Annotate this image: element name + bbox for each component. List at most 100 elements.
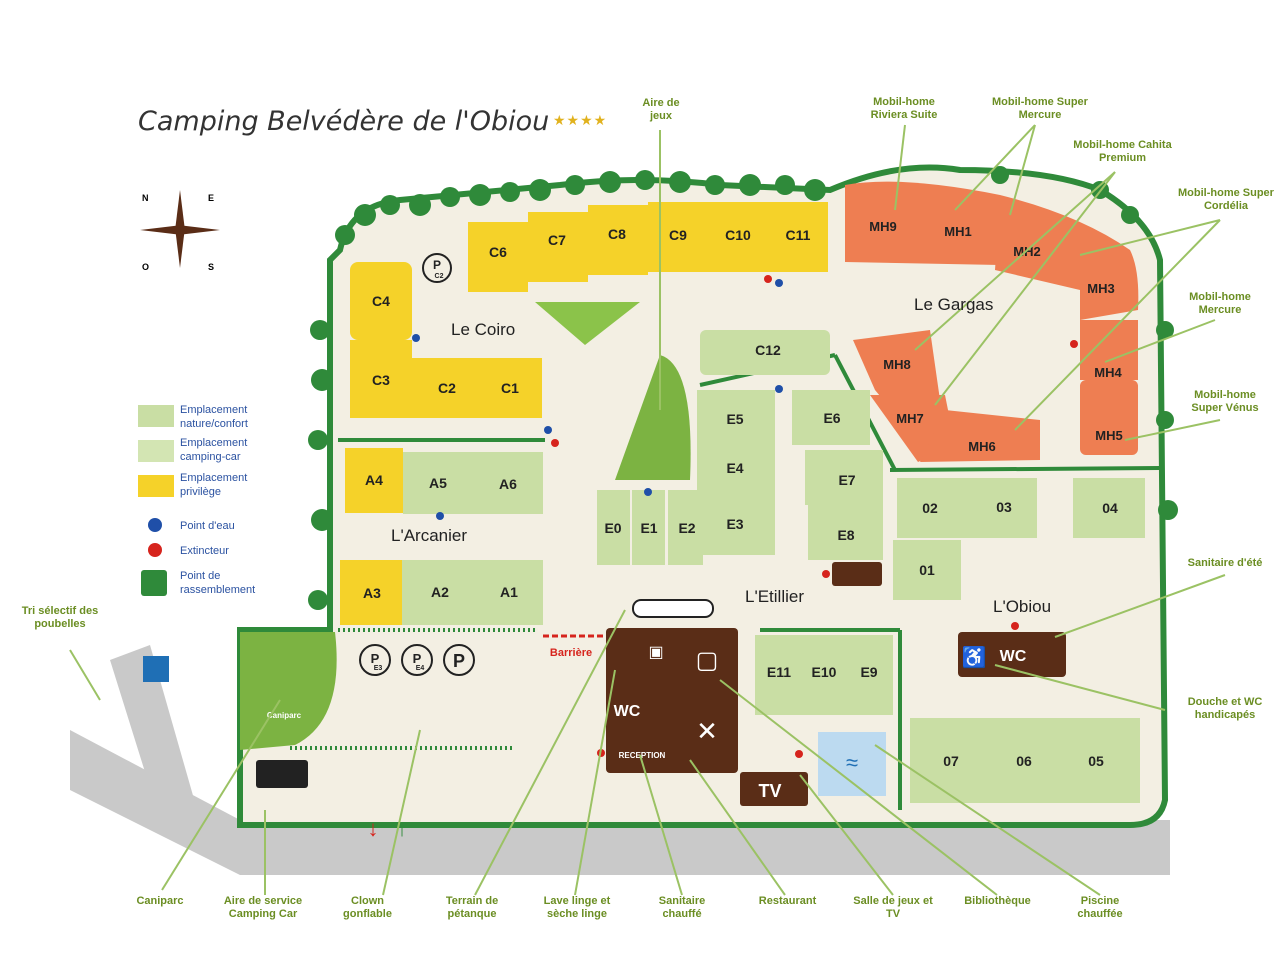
compass-s: S — [208, 262, 215, 272]
zone-larcanier: L'Arcanier — [391, 526, 468, 545]
legend-assembly: Point de rassemblement — [180, 570, 256, 596]
pitch-labels-a: A4 A5 A6 A3 A2 A1 — [363, 472, 518, 601]
compass-e: E — [208, 193, 215, 203]
legend-camping-car: Emplacement camping-car — [180, 437, 248, 463]
callout-lave-linge: Lave linge et sèche linge — [543, 895, 611, 920]
parking-pe3-sub: E3 — [374, 665, 383, 672]
buildings — [606, 562, 1066, 806]
pitch-c1: C1 — [501, 380, 519, 396]
wc-label: WC — [614, 703, 641, 720]
external-road — [70, 645, 1170, 875]
compass-o: O — [142, 262, 150, 272]
pitch-01: 01 — [919, 562, 935, 578]
zone-letillier: L'Etillier — [745, 587, 804, 606]
pitches-num — [893, 478, 1145, 803]
compass: N E O S — [140, 188, 220, 272]
pitch-e7: E7 — [838, 472, 855, 488]
mh4: MH4 — [1094, 365, 1122, 380]
parking-pc2: P — [433, 258, 441, 272]
callout-piscine: Piscine chauffée — [1077, 895, 1123, 920]
callout-douche-wc: Douche et WC handicapés — [1187, 696, 1263, 721]
book-icon: ▢ — [696, 647, 719, 674]
callout-salle-jeux: Salle de jeux et TV — [853, 895, 933, 920]
pitch-e5: E5 — [726, 411, 743, 427]
zone-lobiou: L'Obiou — [993, 597, 1052, 616]
caniparc-zone[interactable] — [240, 632, 337, 750]
callout-mh-riviera: Mobil-home Riviera Suite — [870, 96, 938, 121]
wc-obiou-label: WC — [1000, 648, 1027, 665]
pitch-06: 06 — [1016, 753, 1032, 769]
legend-privilege: Emplacement privilège — [180, 472, 248, 498]
parking-pe3: P — [371, 651, 380, 666]
exit-arrow-icon: ↓ — [368, 816, 379, 841]
wheelchair-icon: ♿ — [962, 645, 987, 669]
pitch-a1: A1 — [500, 584, 518, 600]
zone-le-gargas: Le Gargas — [914, 295, 994, 314]
washing-machine-icon: ▣ — [648, 644, 663, 661]
pitch-c12: C12 — [755, 342, 781, 358]
water-points — [412, 279, 783, 520]
mh8: MH8 — [883, 357, 910, 372]
callout-aire-service: Aire de service Camping Car — [223, 895, 303, 920]
pitch-a5: A5 — [429, 475, 447, 491]
pitches-a — [340, 448, 543, 625]
camping-car-service-sign — [143, 656, 169, 682]
pitches-c — [350, 202, 830, 418]
pitch-03: 03 — [996, 499, 1012, 515]
cutlery-icon: ✕ — [696, 716, 718, 746]
extinguisher-icon — [148, 543, 162, 557]
playground-zone[interactable] — [615, 355, 691, 480]
callout-caniparc: Caniparc — [136, 895, 184, 907]
pitch-07: 07 — [943, 753, 959, 769]
legend-nature: Emplacement nature/confort — [180, 404, 248, 430]
reception-label: RECEPTION — [619, 751, 666, 760]
water-point-icon — [148, 518, 162, 532]
callout-restaurant: Restaurant — [758, 895, 817, 907]
pitch-c6: C6 — [489, 244, 507, 260]
pitches-e — [597, 390, 893, 715]
pitch-e1: E1 — [640, 520, 657, 536]
pitch-c2: C2 — [438, 380, 456, 396]
callout-mh-super-mercure: Mobil-home Super Mercure — [992, 96, 1088, 121]
compass-n: N — [142, 193, 149, 203]
parking-pc2-sub: C2 — [435, 273, 444, 280]
pitch-e3: E3 — [726, 516, 743, 532]
pitch-c11: C11 — [786, 227, 811, 243]
pitch-e8: E8 — [837, 527, 854, 543]
callout-bibliotheque: Bibliothèque — [964, 895, 1031, 907]
extinguishers — [551, 275, 1078, 758]
callout-clown: Clown gonflable — [343, 895, 392, 920]
pitch-a4: A4 — [365, 472, 383, 488]
pitch-a2: A2 — [431, 584, 449, 600]
mh5: MH5 — [1095, 428, 1122, 443]
pitch-e6: E6 — [823, 410, 840, 426]
pitch-c4: C4 — [372, 293, 390, 309]
callout-mh-mercure: Mobil-home Mercure — [1189, 291, 1251, 316]
camping-car-icon — [256, 760, 308, 788]
legend-extinguisher: Extincteur — [180, 545, 229, 557]
legend-swatch-nature — [138, 405, 174, 427]
parking-labels: P C2 P E3 P E4 P — [371, 258, 465, 672]
callout-mh-cordelia: Mobil-home Super Cordélia — [1178, 187, 1274, 212]
assembly-point-icon — [141, 570, 167, 596]
green-triangle — [535, 302, 640, 345]
mh9: MH9 — [869, 219, 896, 234]
caniparc-sign: Caniparc — [267, 711, 302, 720]
swimmer-icon: ≈ — [846, 750, 858, 775]
pitch-e9: E9 — [860, 664, 877, 680]
callout-mh-venus: Mobil-home Super Vénus — [1191, 389, 1259, 414]
barrier-label: Barrière — [550, 647, 592, 659]
building-labels: WC RECEPTION TV WC — [614, 648, 1027, 801]
pitch-c8: C8 — [608, 226, 626, 242]
pitch-labels-c: C4 C3 C2 C1 C6 C7 C8 C9 C10 C11 C12 — [372, 226, 811, 396]
callout-aire-jeux: Aire de jeux — [642, 97, 680, 122]
pitch-04: 04 — [1102, 500, 1118, 516]
callout-petanque: Terrain de pétanque — [445, 895, 499, 920]
pitch-labels-num: 02 03 04 01 07 06 05 — [919, 499, 1118, 769]
parking-signs[interactable] — [359, 253, 475, 676]
pitch-e2: E2 — [678, 520, 695, 536]
star-rating: ★★★★ — [553, 112, 608, 128]
zone-le-coiro: Le Coiro — [451, 320, 516, 339]
pitch-a3: A3 — [363, 585, 381, 601]
